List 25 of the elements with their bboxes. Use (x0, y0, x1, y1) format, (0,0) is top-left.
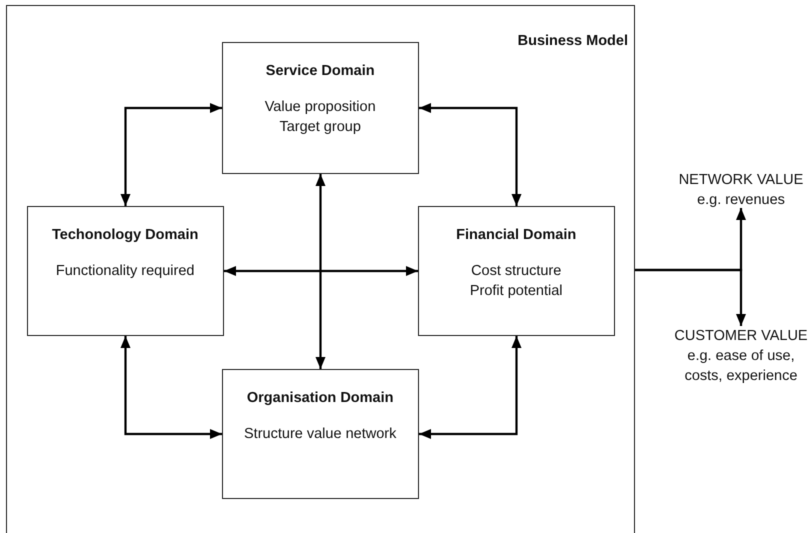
double-arrow (120, 103, 222, 206)
domain-box (222, 42, 419, 174)
value-heading: NETWORK VALUE (678, 171, 804, 190)
double-arrow (635, 268, 746, 326)
domain-description: Structure value network (243, 424, 398, 444)
double-arrow (419, 103, 522, 206)
value-heading: CUSTOMER VALUE (674, 327, 808, 346)
domain-description: Cost structure Profit potential (468, 262, 564, 301)
value-examples: e.g. ease of use, costs, experience (684, 347, 798, 386)
frame-heading: Business Model (518, 33, 628, 49)
double-arrow (419, 336, 522, 439)
domain-description: Value proposition Target group (264, 98, 377, 137)
double-arrow (316, 174, 326, 369)
domain-box (222, 368, 419, 499)
double-arrow (224, 266, 418, 276)
value-examples: e.g. revenues (696, 191, 786, 210)
domain-title: Financial Domain (456, 226, 576, 243)
domain-title: Organisation Domain (246, 390, 394, 406)
domain-title: Techonology Domain (52, 226, 198, 243)
domain-title: Service Domain (266, 62, 375, 79)
double-arrow (120, 336, 222, 439)
business-model-frame (6, 5, 635, 533)
domain-box (418, 206, 615, 336)
domain-description: Functionality required (54, 262, 196, 281)
domain-box (26, 206, 224, 336)
